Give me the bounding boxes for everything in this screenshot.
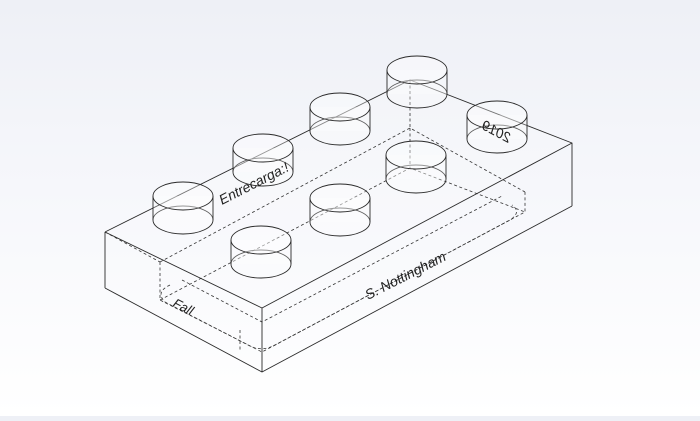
engraved-text-side-left: Fall xyxy=(171,295,197,318)
stud-body xyxy=(233,148,293,172)
brick-top-face xyxy=(105,80,572,308)
stud-body xyxy=(467,115,527,139)
stud xyxy=(309,92,371,146)
stud-top xyxy=(152,181,214,211)
stud xyxy=(230,225,292,279)
stud xyxy=(232,133,294,187)
stud-top xyxy=(386,55,448,85)
brick-edges xyxy=(104,79,573,373)
stud-top xyxy=(385,140,447,170)
stud xyxy=(309,183,371,237)
studs xyxy=(152,55,528,279)
stud-body xyxy=(231,240,291,264)
stud-body xyxy=(153,196,213,220)
stud xyxy=(385,140,447,194)
stud-top xyxy=(309,183,371,213)
stud-body xyxy=(310,198,370,222)
stud-body xyxy=(387,70,447,94)
engraved-text-side-front: S. Nottingham xyxy=(362,248,449,303)
stud-top xyxy=(466,100,528,130)
stud-top xyxy=(232,133,294,163)
stud-top xyxy=(230,225,292,255)
stud xyxy=(386,55,448,109)
stud xyxy=(466,100,528,154)
stud xyxy=(152,181,214,235)
stud-top xyxy=(309,92,371,122)
stud-body xyxy=(310,107,370,131)
stud-body xyxy=(386,155,446,179)
